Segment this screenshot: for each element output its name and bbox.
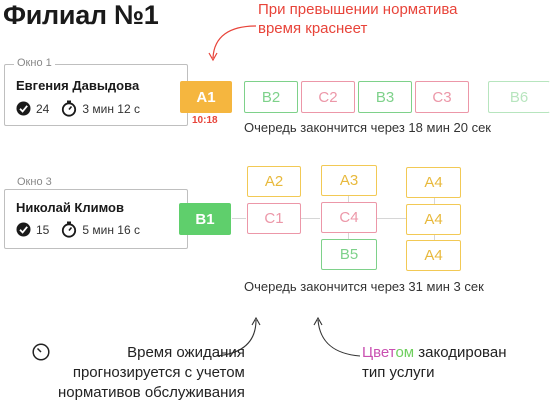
- overtime-note: При превышении норматива время краснеет: [258, 0, 458, 38]
- window-3-card: [4, 189, 188, 249]
- overtime-arrow-icon: [208, 25, 257, 62]
- window-1-current-ticket[interactable]: A1: [180, 81, 232, 113]
- connector-line: [377, 218, 407, 219]
- queue-ticket[interactable]: B2: [244, 81, 298, 113]
- queue-ticket[interactable]: C2: [301, 81, 355, 113]
- connector-line: [434, 196, 435, 206]
- window-1-operator-name: Евгения Давыдова: [16, 78, 140, 93]
- queue-ticket[interactable]: C1: [247, 203, 301, 234]
- color-word-part-1: Цвет: [362, 344, 396, 361]
- queue-ticket[interactable]: A3: [321, 165, 377, 196]
- color-coding-note: Цветом закодирован тип услуги: [362, 343, 506, 383]
- window-1-queue-end: Очередь закончится через 18 мин 20 сек: [244, 120, 491, 135]
- window-3-operator-name: Николай Климов: [16, 200, 124, 215]
- queue-ticket[interactable]: C3: [415, 81, 469, 113]
- checkmark-circle-icon: [16, 222, 31, 237]
- window-3-avg-time: 5 мин 16 с: [82, 222, 140, 237]
- color-coding-note-line-1: закодирован: [414, 344, 507, 361]
- page-title: Филиал №1: [3, 0, 159, 30]
- overtime-note-line-1: При превышении норматива: [258, 1, 458, 18]
- window-1-current-time: 10:18: [192, 115, 218, 126]
- checkmark-circle-icon: [16, 101, 31, 116]
- window-1-avg-time: 3 мин 12 с: [82, 101, 140, 116]
- clock-icon: [32, 343, 50, 361]
- overtime-note-line-2: время краснеет: [258, 20, 368, 37]
- connector-line: [300, 218, 320, 219]
- wait-time-note: Время ожидания прогнозируется с учетом н…: [58, 343, 245, 403]
- window-3-label: Окно 3: [14, 176, 55, 188]
- queue-ticket[interactable]: A4: [406, 204, 461, 235]
- window-1-stats: 24 3 мин 12 с: [16, 100, 140, 117]
- window-1-served-count: 24: [36, 101, 50, 116]
- connector-line: [232, 218, 246, 219]
- queue-ticket[interactable]: A4: [406, 167, 461, 198]
- window-1-card: [4, 64, 188, 126]
- connector-line: [434, 230, 435, 240]
- color-word-part-2: ом: [395, 344, 415, 361]
- curved-arrow-icon: [313, 316, 361, 357]
- queue-ticket[interactable]: B5: [321, 239, 377, 270]
- stopwatch-icon: [62, 221, 77, 238]
- wait-time-note-line-1: Время ожидания: [127, 344, 245, 361]
- window-3-current-ticket[interactable]: B1: [179, 203, 231, 235]
- wait-time-note-line-2: прогнозируется с учетом: [72, 364, 245, 381]
- queue-ticket-faded[interactable]: B6: [488, 81, 550, 113]
- window-3-stats: 15 5 мин 16 с: [16, 221, 140, 238]
- queue-ticket[interactable]: B3: [358, 81, 412, 113]
- connector-line: [348, 230, 349, 240]
- curved-arrow-icon: [215, 316, 261, 357]
- connector-line: [348, 196, 349, 206]
- window-1-label: Окно 1: [14, 57, 55, 69]
- queue-ticket[interactable]: A4: [406, 240, 461, 271]
- stopwatch-icon: [62, 100, 77, 117]
- wait-time-note-line-3: нормативов обслуживания: [58, 384, 245, 401]
- color-coding-note-line-2: тип услуги: [362, 364, 435, 381]
- window-3-served-count: 15: [36, 222, 50, 237]
- queue-ticket[interactable]: C4: [321, 202, 377, 233]
- queue-ticket[interactable]: A2: [247, 166, 301, 197]
- window-3-queue-end: Очередь закончится через 31 мин 3 сек: [244, 279, 484, 294]
